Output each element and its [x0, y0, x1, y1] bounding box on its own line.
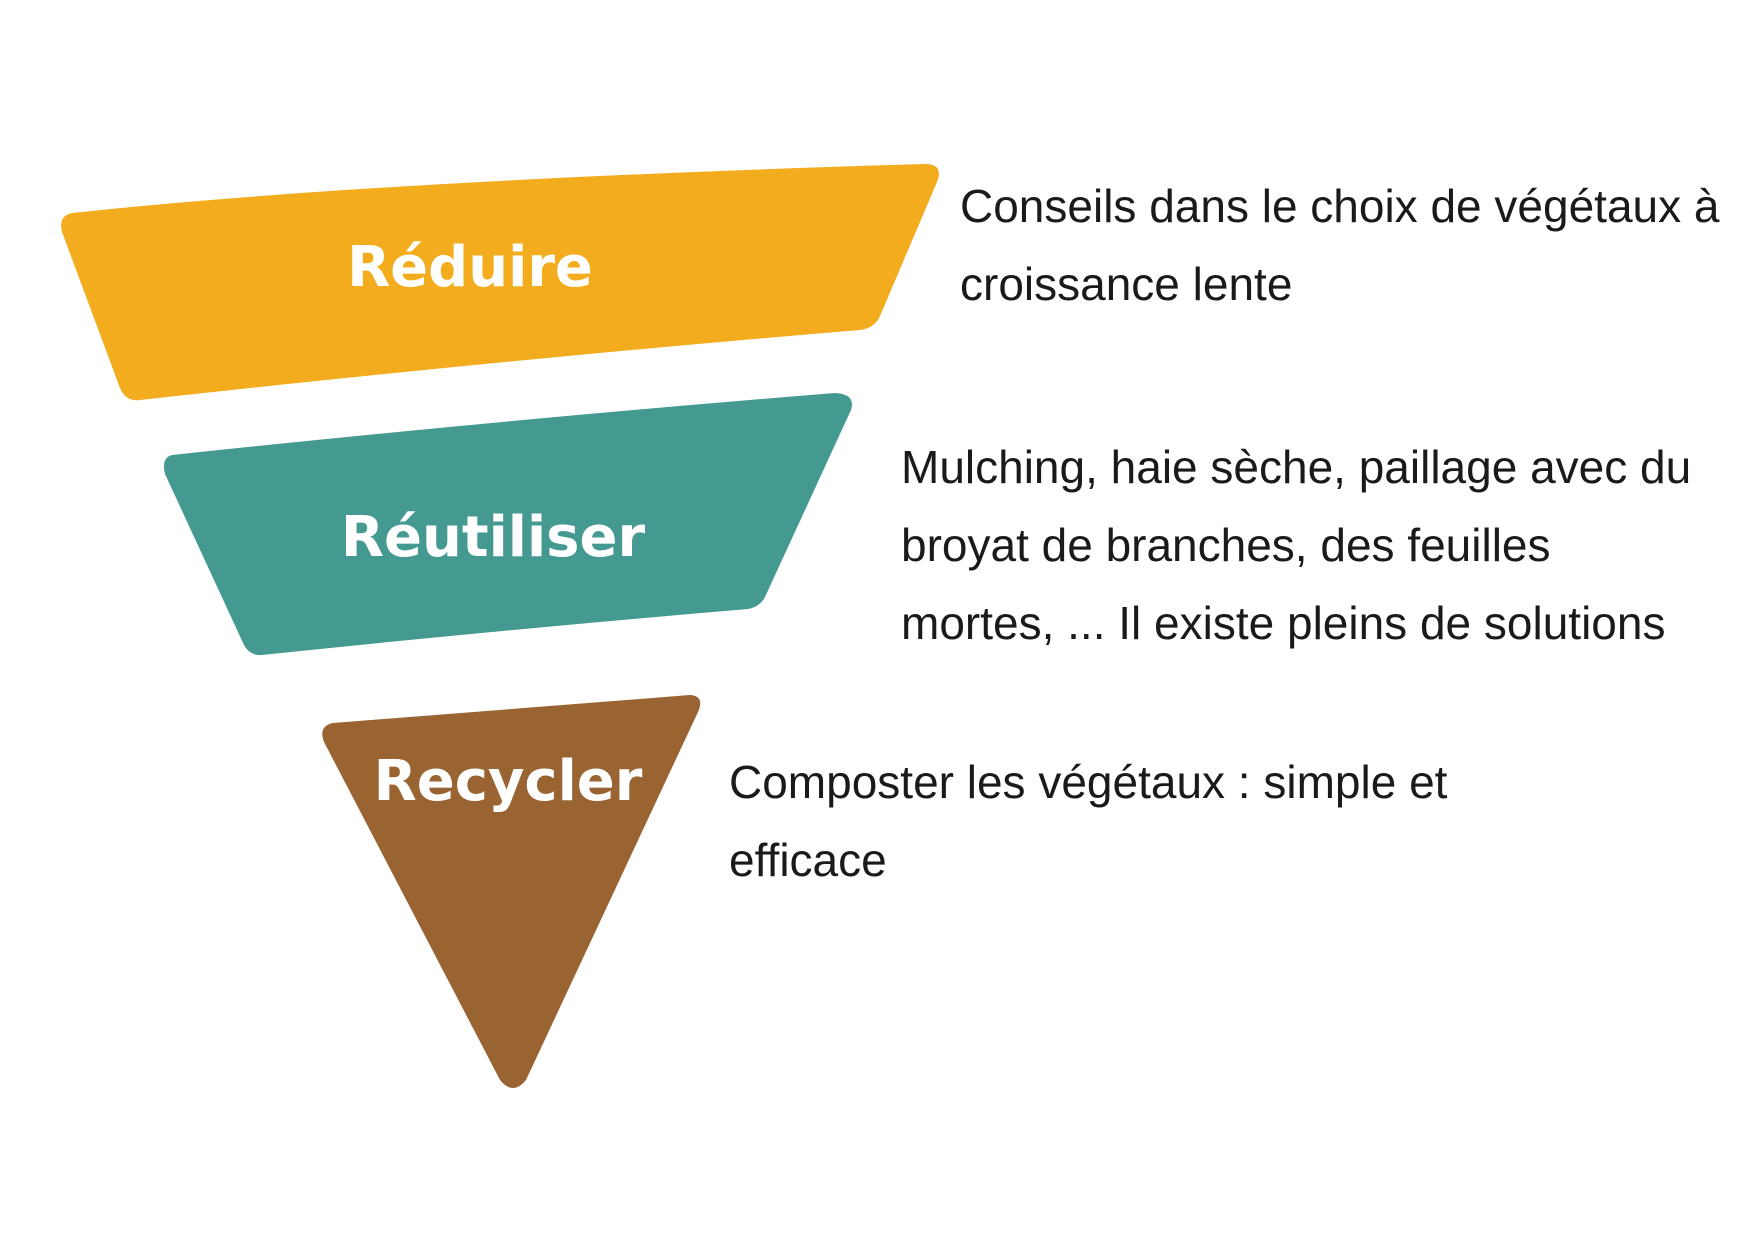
tier-reutiliser-label: Réutiliser	[341, 505, 646, 570]
tier-recycler-label: Recycler	[374, 749, 643, 814]
tier-reutiliser-description: Mulching, haie sèche, paillage avec du b…	[901, 441, 1692, 649]
tier-reduire-label: Réduire	[347, 235, 593, 300]
tier-reduire-description: Conseils dans le choix de végétaux à cro…	[960, 180, 1720, 310]
tier-reutiliser-shape	[163, 393, 852, 656]
tier-recycler-description: Composter les végétaux : simple et effic…	[729, 756, 1448, 886]
tier-reduire-shape	[61, 164, 939, 401]
tier-recycler-shape	[322, 695, 701, 1088]
